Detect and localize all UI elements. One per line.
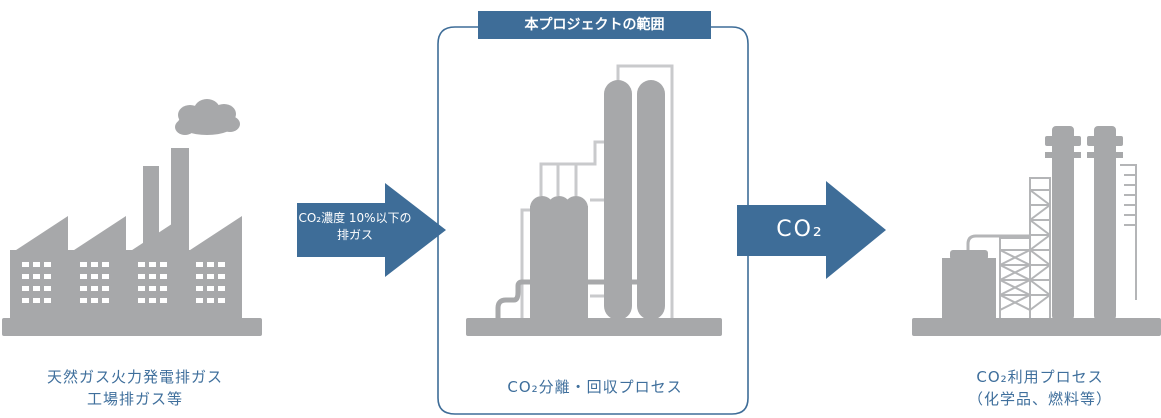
utilization-process-caption: CO₂利用プロセス （化学品、燃料等）: [930, 366, 1150, 410]
smoke-cloud-icon: [175, 99, 240, 135]
flue-gas-arrow: [297, 183, 446, 277]
utilization-plant-icon: [912, 126, 1161, 336]
scope-label: 本プロジェクトの範囲: [524, 17, 665, 33]
emission-source-caption: 天然ガス火力発電排ガス 工場排ガス等: [10, 366, 260, 410]
co2-arrow-label: CO₂: [776, 217, 824, 242]
flue-gas-label-line1: CO₂濃度 10%以下の: [298, 211, 412, 225]
capture-plant-icon: [466, 64, 722, 336]
emission-source-line1: 天然ガス火力発電排ガス: [46, 368, 223, 386]
project-scope-frame: [437, 26, 749, 415]
utilization-line1: CO₂利用プロセス: [976, 368, 1104, 386]
flue-gas-label-line2: 排ガス: [336, 228, 373, 242]
emission-source-line2: 工場排ガス等: [86, 390, 183, 408]
factory-icon: [2, 99, 262, 336]
utilization-line2: （化学品、燃料等）: [967, 390, 1112, 408]
co2-arrow: [737, 181, 886, 279]
flue-gas-arrow-label: CO₂濃度 10%以下の 排ガス: [295, 210, 415, 244]
capture-process-caption: CO₂分離・回収プロセス: [507, 378, 683, 396]
factory-windows: [22, 262, 225, 303]
scope-label-bg: [478, 11, 711, 39]
